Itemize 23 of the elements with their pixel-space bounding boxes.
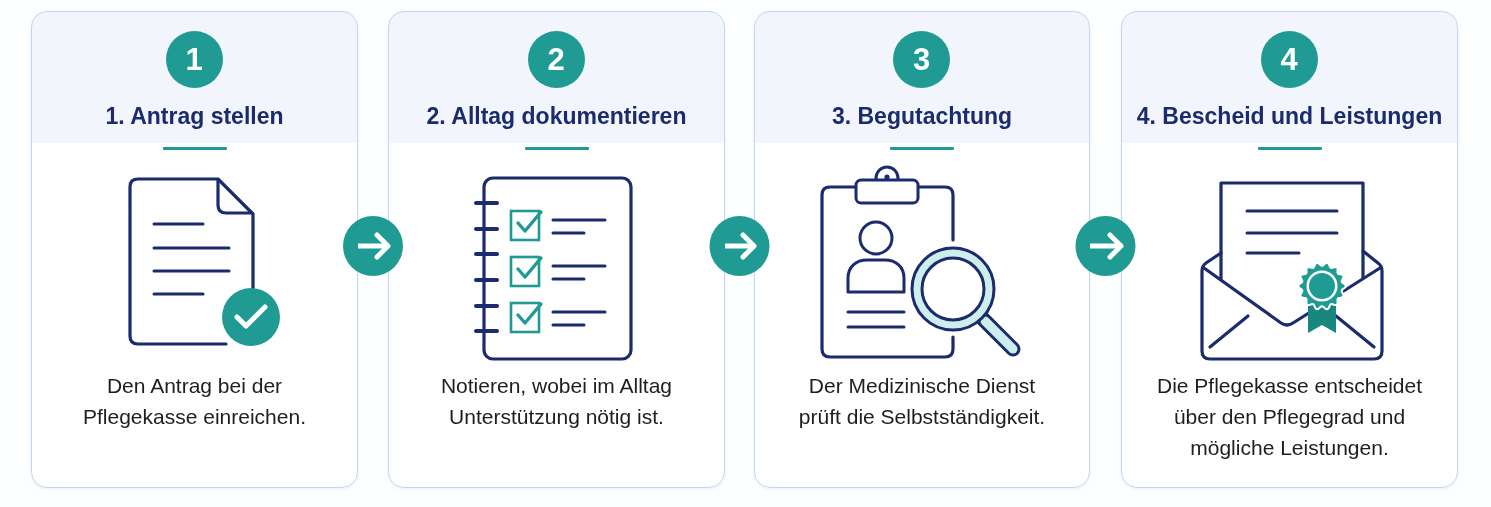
step-number-circle <box>165 31 223 88</box>
step-description: Notieren, wobei im Alltag Unterstützung nötig ist. <box>439 373 674 430</box>
step-card <box>31 11 358 488</box>
step-number: 2 <box>547 44 565 75</box>
step-title: 2. Alltag dokumentieren <box>426 102 687 131</box>
step-description: Die Pflegekasse entscheidet über den Pflegegrad und mögliche Leistungen. <box>1156 373 1423 461</box>
step-number-circle <box>893 31 950 88</box>
step-title: 4. Bescheid und Leistungen <box>1136 102 1443 131</box>
step-title: 1. Antrag stellen <box>105 102 284 131</box>
step-card <box>754 11 1090 488</box>
step-number: 3 <box>912 44 931 75</box>
step-card <box>1121 11 1458 488</box>
step-number-circle <box>527 31 585 88</box>
step-number: 4 <box>1280 44 1298 75</box>
step-number: 1 <box>185 44 203 75</box>
step-description: Der Medizinische Dienst prüft die Selbstständigkeit. <box>797 373 1047 430</box>
step-card <box>388 11 725 488</box>
step-number-circle <box>1260 31 1318 88</box>
arrow <box>725 232 757 260</box>
arrow <box>1090 232 1124 260</box>
arrow <box>358 232 391 260</box>
step-description: Den Antrag bei der Pflegekasse einreichen. <box>82 373 307 430</box>
step-title: 3. Begutachtung <box>831 102 1013 131</box>
